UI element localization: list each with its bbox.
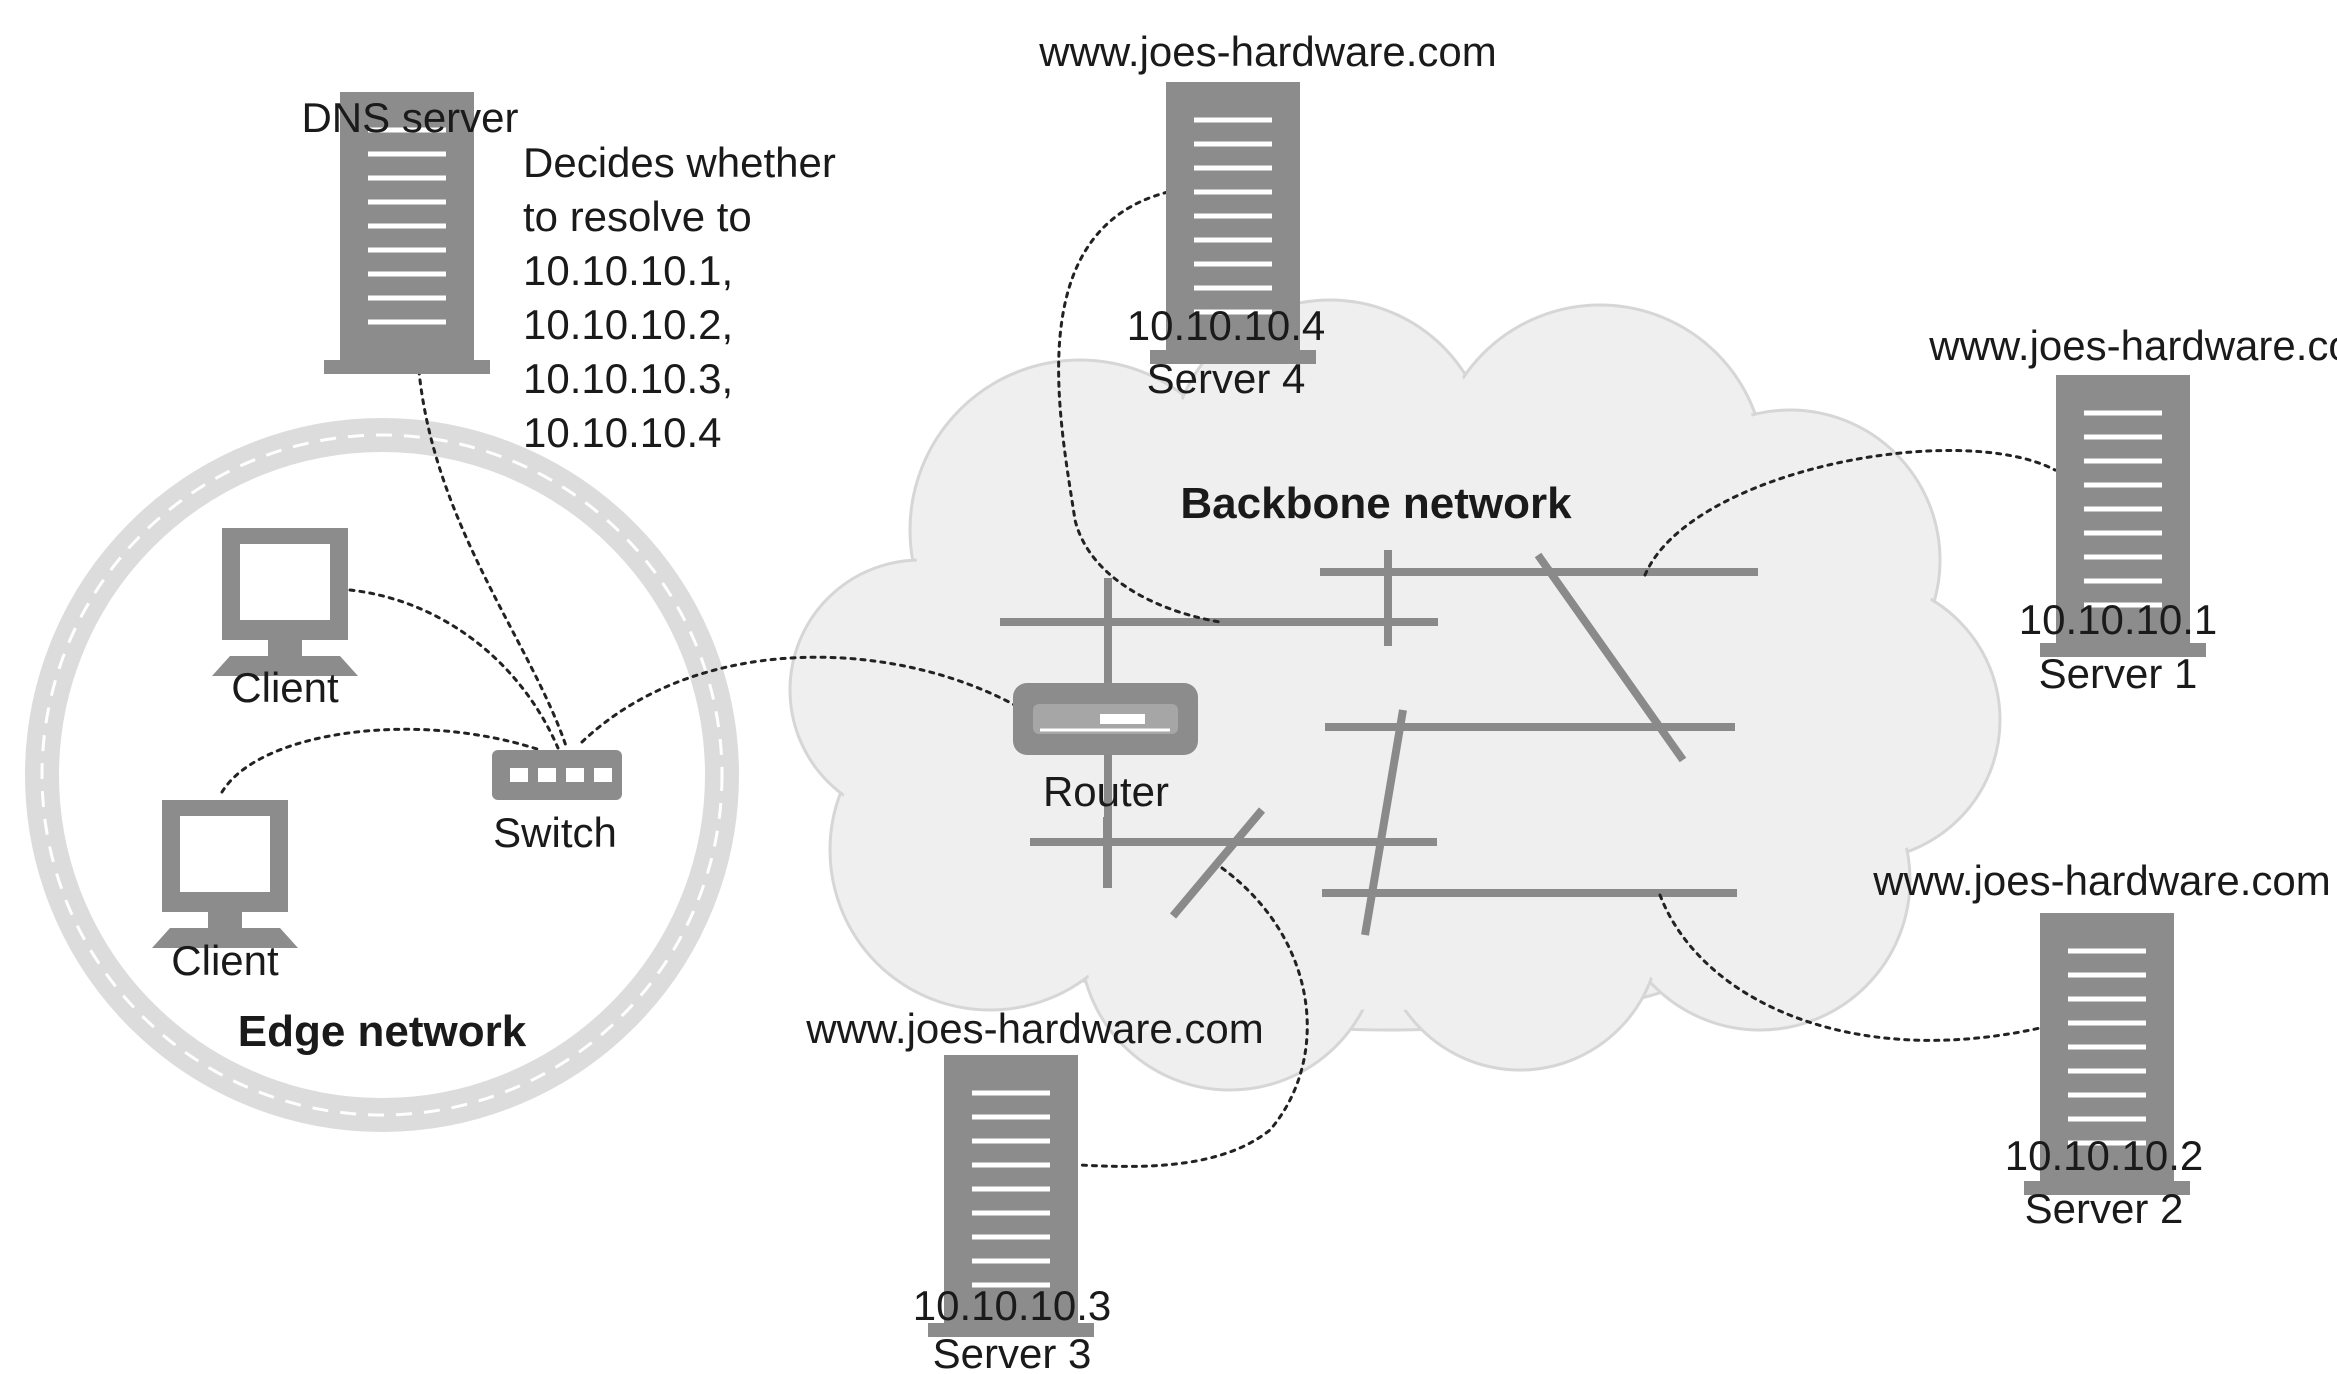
dns-note-line-3: 10.10.10.1,	[523, 247, 733, 294]
client-1-label: Client	[231, 664, 339, 711]
dns-note-line-2: to resolve to	[523, 193, 752, 240]
router-label: Router	[1043, 768, 1169, 815]
switch-icon	[492, 750, 622, 800]
dns-server-label: DNS server	[301, 94, 518, 141]
server-3-host: www.joes-hardware.com	[805, 1005, 1264, 1052]
server-1-host: www.joes-hardware.com	[1928, 322, 2337, 369]
dns-note-line-4: 10.10.10.2,	[523, 301, 733, 348]
server-4-name: Server 4	[1147, 355, 1306, 402]
server-1-name: Server 1	[2039, 650, 2198, 697]
dns-note-line-6: 10.10.10.4	[523, 409, 722, 456]
dns-note-line-5: 10.10.10.3,	[523, 355, 733, 402]
router-icon	[1013, 683, 1198, 755]
server-2-name: Server 2	[2025, 1185, 2184, 1232]
switch-label: Switch	[493, 809, 617, 856]
server-1-ip: 10.10.10.1	[2019, 596, 2218, 643]
connection-lines	[220, 190, 2057, 1168]
client-1-monitor-icon	[212, 528, 358, 676]
server-3-name: Server 3	[933, 1330, 1092, 1374]
edge-network-label: Edge network	[238, 1007, 527, 1056]
client-2-monitor-icon	[152, 800, 298, 948]
server-3-ip: 10.10.10.3	[913, 1282, 1112, 1329]
dns-note-line-1: Decides whether	[523, 139, 836, 186]
server-2-host: www.joes-hardware.com	[1872, 857, 2331, 904]
client-2-label: Client	[171, 937, 279, 984]
server-4-host: www.joes-hardware.com	[1038, 28, 1497, 75]
edge-network-ring	[25, 418, 739, 1132]
backbone-network-label: Backbone network	[1180, 479, 1572, 528]
server-4-ip: 10.10.10.4	[1127, 302, 1326, 349]
server-2-ip: 10.10.10.2	[2005, 1132, 2204, 1179]
